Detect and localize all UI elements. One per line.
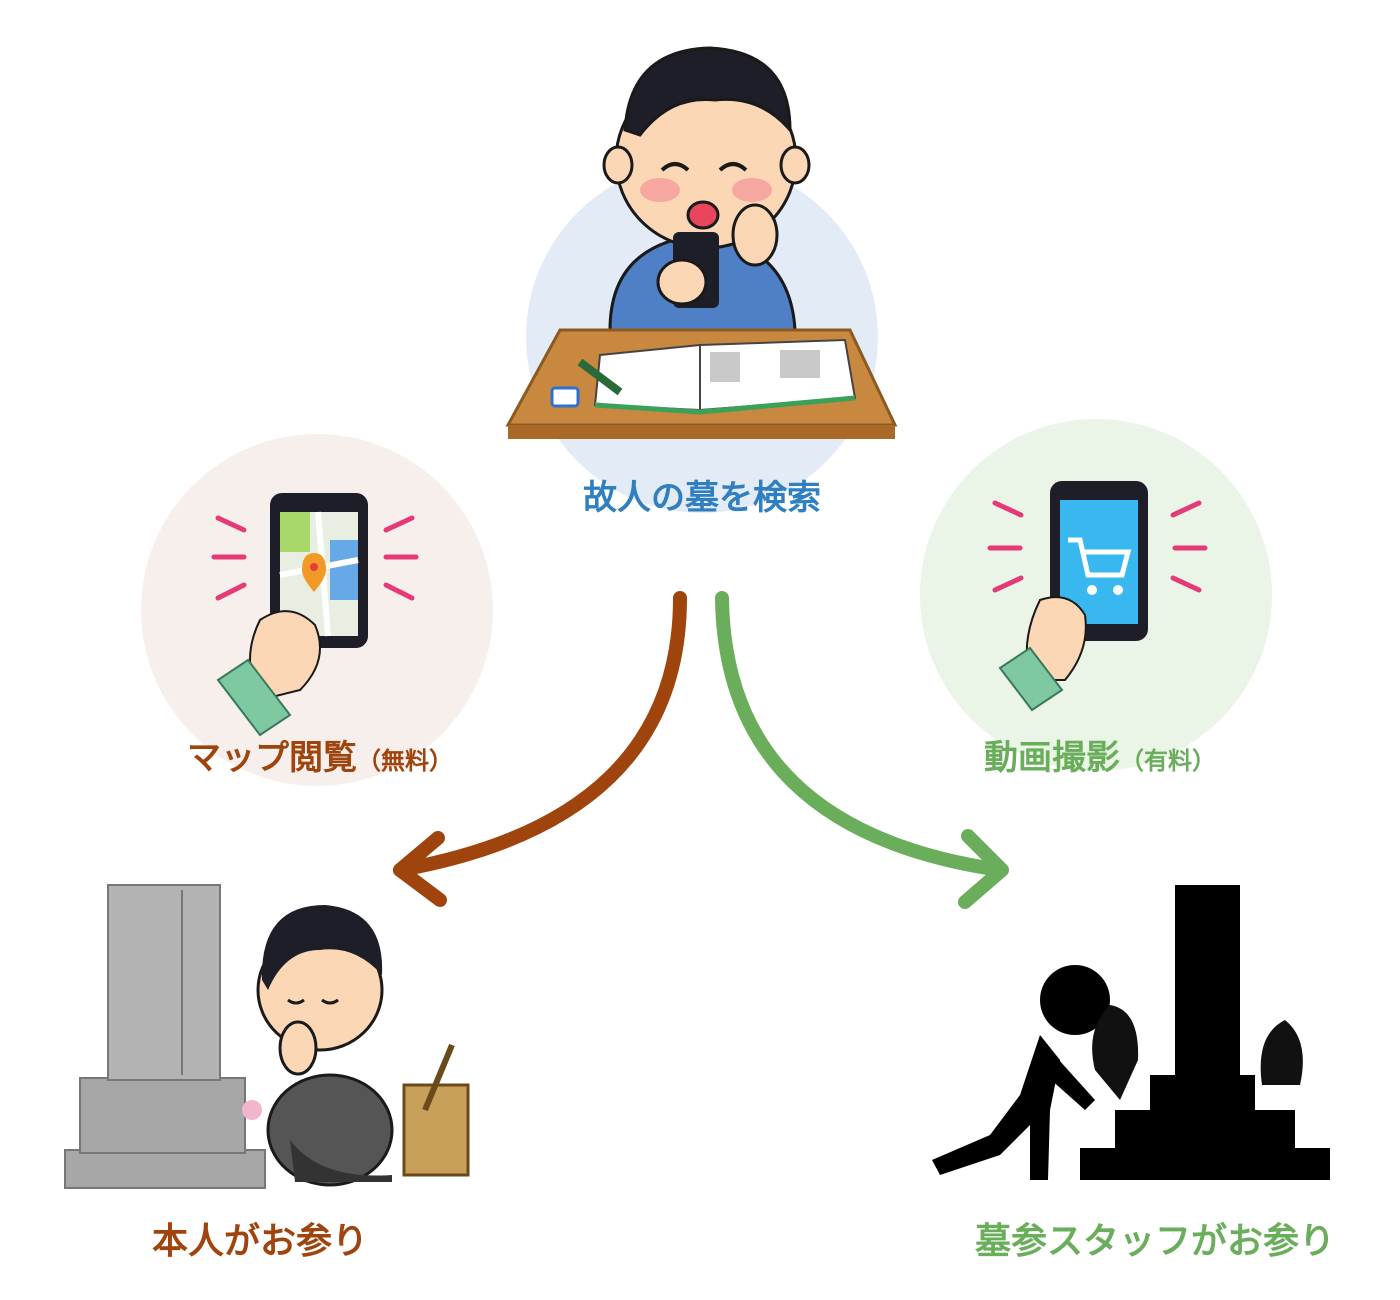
praying-at-grave-illustration [64, 884, 470, 1189]
right-option-label-text: 動画撮影 [984, 738, 1120, 778]
staff-silhouette-illustration [932, 885, 1330, 1180]
left-result-label: 本人がお参り [130, 1212, 390, 1264]
center-label: 故人の墓を検索 [552, 470, 852, 519]
left-option-label: マップ閲覧（無料） [160, 730, 480, 779]
arrow-to-self-visit [393, 591, 687, 877]
right-result-label: 墓参スタッフがお参り [945, 1212, 1365, 1264]
arrow-to-staff-visit [715, 591, 1007, 877]
right-result-label-text: 墓参スタッフがお参り [974, 1221, 1335, 1262]
arrows [393, 591, 1009, 909]
center-label-text: 故人の墓を検索 [583, 478, 821, 518]
left-option-label-text: マップ閲覧 [187, 738, 357, 778]
left-option-sub-text: （無料） [357, 747, 453, 775]
left-result-label-text: 本人がお参り [151, 1221, 368, 1262]
right-option-sub-text: （有料） [1120, 747, 1216, 775]
right-option-label: 動画撮影（有料） [950, 730, 1250, 779]
shopping-phone-illustration [987, 481, 1208, 712]
map-phone-illustration [211, 493, 419, 737]
boy-with-phone-illustration [505, 46, 898, 439]
